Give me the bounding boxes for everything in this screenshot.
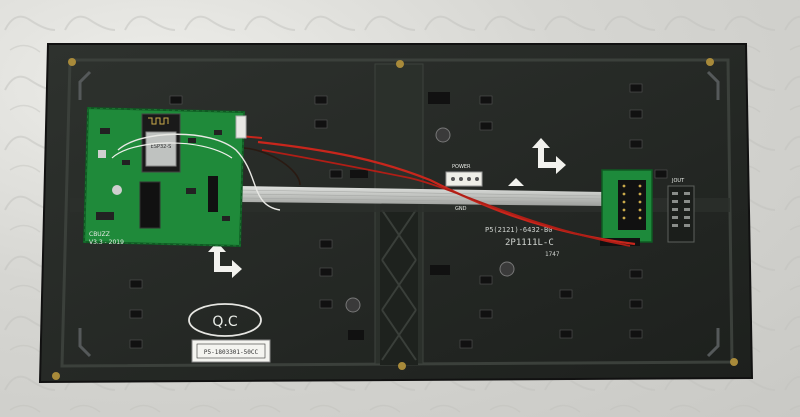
smd-chip — [654, 169, 668, 179]
smd-chip — [479, 121, 493, 131]
smd-chip — [169, 95, 183, 105]
sticker-code: P5-1803301-50CC — [204, 349, 259, 356]
smd-chip — [479, 309, 493, 319]
wires — [111, 133, 636, 247]
smd-chip — [629, 299, 643, 309]
smd-chip — [629, 109, 643, 119]
smd-components — [99, 83, 668, 349]
qc-text: Q.C — [212, 314, 237, 330]
smd-chip — [459, 339, 473, 349]
pin-header-small — [208, 176, 218, 212]
serial-sticker: P5-1803301-50CC — [191, 339, 271, 363]
controller-board: ESP32-S CBUZZ V3.3 - 2019 — [82, 106, 246, 248]
smd-chip — [314, 95, 328, 105]
jout-label: JOUT — [671, 178, 685, 184]
smd-chip — [129, 279, 143, 289]
smd-chip — [629, 139, 643, 149]
power-connector: POWER GND — [445, 164, 483, 212]
smd-chip — [479, 275, 493, 285]
smd-chip — [629, 83, 643, 93]
smd-chip — [314, 119, 328, 129]
smd-chip — [629, 329, 643, 339]
arrow-up-right-icon — [208, 242, 242, 278]
controller-brand: CBUZZ — [89, 231, 110, 238]
panel-ics — [345, 92, 515, 340]
smd-chip — [129, 309, 143, 319]
smd-chip — [319, 239, 333, 249]
wire-plug — [235, 115, 247, 139]
triangle-up-icon — [508, 178, 524, 186]
smd-chip — [129, 339, 143, 349]
controller-version: V3.3 - 2019 — [89, 239, 124, 246]
module-date-text: 1747 — [545, 251, 560, 258]
qc-stamp: Q.C — [188, 303, 262, 337]
esp-label: ESP32-S — [151, 144, 172, 150]
module-part-text: P5(2121)-6432-B0 — [485, 226, 552, 234]
smd-chip — [319, 267, 333, 277]
arrow-up-right-icon — [532, 138, 566, 174]
ribbon-cable — [237, 186, 606, 206]
gnd-label: GND — [455, 206, 467, 212]
module-code-text: 2P1111L-C — [505, 238, 554, 248]
pin-header — [139, 181, 161, 229]
smd-chip — [329, 169, 343, 179]
smd-chip — [559, 289, 573, 299]
jout-connector: JOUT — [667, 178, 695, 243]
smd-chip — [559, 329, 573, 339]
adapter-board — [600, 169, 653, 246]
esp32-module: ESP32-S — [141, 113, 181, 173]
power-label: POWER — [452, 164, 471, 170]
arrow-icons — [208, 138, 566, 278]
smd-chip — [629, 269, 643, 279]
smd-chip — [479, 95, 493, 105]
smd-chip — [319, 299, 333, 309]
